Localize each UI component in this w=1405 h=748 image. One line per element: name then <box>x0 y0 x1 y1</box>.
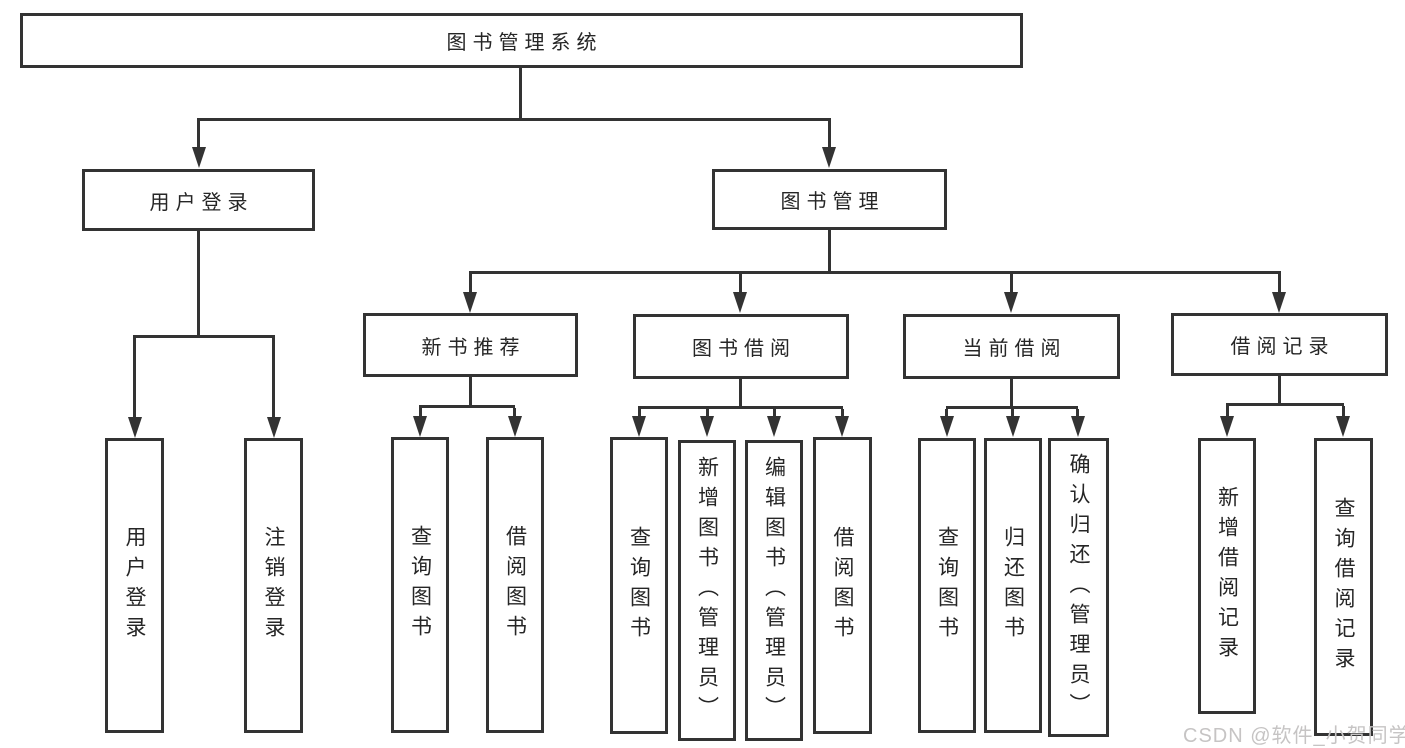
connector-root-hline <box>197 118 831 121</box>
leaf-logout: 注销登录 <box>244 438 303 733</box>
connector-newbooks-hline <box>419 405 515 408</box>
connector-newbooks-stub <box>469 377 472 407</box>
arrow-down-icon <box>1006 416 1020 437</box>
node-borrow-records: 借阅记录 <box>1171 313 1388 376</box>
connector-borrow-stem-0 <box>638 409 641 417</box>
node-book-mgmt-label: 图书管理 <box>780 191 885 213</box>
node-book-borrow-label: 图书借阅 <box>692 338 796 360</box>
leaf-borrow-query: 查询图书 <box>610 437 668 734</box>
arrow-down-icon <box>1272 292 1286 313</box>
connector-mgmt-hline <box>469 271 1281 274</box>
connector-login-hline <box>133 335 275 338</box>
leaf-records-query: 查询借阅记录 <box>1314 438 1373 736</box>
arrow-down-icon <box>733 292 747 313</box>
arrow-down-icon <box>632 416 646 437</box>
connector-root-stem-left <box>197 121 200 148</box>
node-root: 图书管理系统 <box>20 13 1023 68</box>
leaf-current-query: 查询图书 <box>918 438 976 733</box>
leaf-current-confirm-admin-label: 确认归还（管理员） <box>1067 452 1090 723</box>
connector-mgmt-stub <box>828 230 831 273</box>
connector-login-stem-0 <box>133 338 136 418</box>
leaf-borrow-add-admin-label: 新增图书（管理员） <box>695 455 719 726</box>
leaf-newbooks-query-label: 查询图书 <box>408 525 432 645</box>
leaf-borrow-edit-admin-label: 编辑图书（管理员） <box>762 455 786 726</box>
leaf-records-query-label: 查询借阅记录 <box>1332 497 1355 677</box>
leaf-current-query-label: 查询图书 <box>935 525 959 646</box>
leaf-records-add: 新增借阅记录 <box>1198 438 1256 714</box>
arrow-down-icon <box>267 417 281 438</box>
connector-login-stem-1 <box>272 338 275 418</box>
arrow-down-icon <box>192 147 206 168</box>
connector-borrow-stem-3 <box>841 409 844 417</box>
connector-current-stem-0 <box>945 409 948 417</box>
arrow-down-icon <box>940 416 954 437</box>
connector-current-hline <box>946 406 1078 409</box>
leaf-borrow-query-label: 查询图书 <box>627 525 651 646</box>
connector-mgmt-stem-2 <box>1010 274 1013 293</box>
node-root-label: 图书管理系统 <box>446 32 603 54</box>
node-new-books: 新书推荐 <box>363 313 578 377</box>
arrow-down-icon <box>822 147 836 168</box>
arrow-down-icon <box>463 292 477 313</box>
arrow-down-icon <box>1336 416 1350 437</box>
connector-current-stem-1 <box>1011 409 1014 417</box>
node-current-borrow-label: 当前借阅 <box>962 338 1067 360</box>
connector-newbooks-stem-0 <box>419 408 422 418</box>
connector-newbooks-stem-1 <box>513 408 516 418</box>
node-borrow-records-label: 借阅记录 <box>1230 336 1335 358</box>
connector-root-stub <box>519 68 522 121</box>
leaf-borrow-borrow-label: 借阅图书 <box>831 525 854 646</box>
leaf-newbooks-borrow-label: 借阅图书 <box>503 525 527 645</box>
node-book-mgmt: 图书管理 <box>712 169 947 230</box>
arrow-down-icon <box>1004 292 1018 313</box>
leaf-records-add-label: 新增借阅记录 <box>1215 486 1239 666</box>
connector-records-hline <box>1226 403 1344 406</box>
connector-mgmt-stem-1 <box>739 274 742 293</box>
node-current-borrow: 当前借阅 <box>903 314 1120 379</box>
connector-records-stem-1 <box>1342 406 1345 417</box>
arrow-down-icon <box>413 416 427 437</box>
arrow-down-icon <box>508 416 522 437</box>
connector-login-stub <box>197 231 200 336</box>
leaf-logout-label: 注销登录 <box>262 525 285 646</box>
arrow-down-icon <box>767 416 781 437</box>
watermark-text: CSDN @软件_小贺同学 <box>1183 725 1405 747</box>
connector-borrow-stem-2 <box>773 409 776 417</box>
arrow-down-icon <box>128 417 142 438</box>
arrow-down-icon <box>700 416 714 437</box>
connector-current-stub <box>1010 379 1013 408</box>
connector-mgmt-stem-0 <box>469 274 472 293</box>
node-book-borrow: 图书借阅 <box>633 314 849 379</box>
node-new-books-label: 新书推荐 <box>421 336 526 359</box>
leaf-newbooks-borrow: 借阅图书 <box>486 437 544 733</box>
leaf-borrow-add-admin: 新增图书（管理员） <box>678 440 736 741</box>
leaf-current-confirm-admin: 确认归还（管理员） <box>1048 438 1109 737</box>
connector-current-stem-2 <box>1076 409 1079 417</box>
arrow-down-icon <box>1220 416 1234 437</box>
arrow-down-icon <box>1071 416 1085 437</box>
leaf-user-login: 用户登录 <box>105 438 164 733</box>
leaf-current-return: 归还图书 <box>984 438 1042 733</box>
leaf-current-return-label: 归还图书 <box>1001 525 1025 646</box>
connector-mgmt-stem-3 <box>1278 274 1281 293</box>
connector-root-stem-right <box>828 121 831 148</box>
leaf-borrow-borrow: 借阅图书 <box>813 437 872 734</box>
leaf-user-login-label: 用户登录 <box>123 525 146 646</box>
leaf-newbooks-query: 查询图书 <box>391 437 449 733</box>
connector-borrow-hline <box>638 406 843 409</box>
connector-borrow-stem-1 <box>706 409 709 417</box>
node-user-login: 用户登录 <box>82 169 315 231</box>
arrow-down-icon <box>835 416 849 437</box>
connector-records-stem-0 <box>1226 406 1229 417</box>
leaf-borrow-edit-admin: 编辑图书（管理员） <box>745 440 803 741</box>
node-user-login-label: 用户登录 <box>149 191 254 214</box>
connector-records-stub <box>1278 376 1281 405</box>
connector-borrow-stub <box>739 379 742 408</box>
